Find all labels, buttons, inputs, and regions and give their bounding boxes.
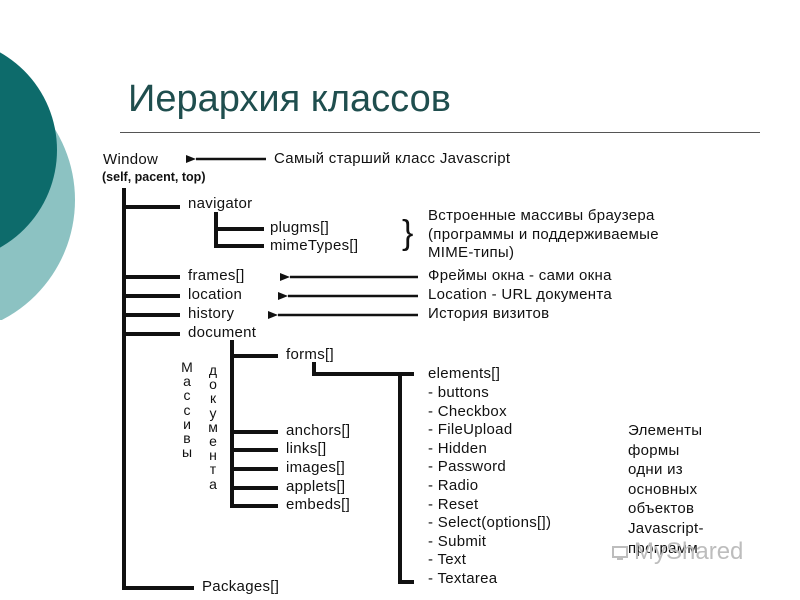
note-form-line: формы bbox=[628, 441, 680, 459]
arrays-brace: } bbox=[402, 214, 414, 252]
note-arrays-line: Встроенные массивы браузера bbox=[428, 207, 655, 224]
node-document: document bbox=[188, 324, 257, 341]
watermark-icon bbox=[612, 546, 628, 560]
node-embeds: embeds[] bbox=[286, 496, 351, 513]
list-item: - Reset bbox=[428, 495, 479, 513]
note-window: Самый старший класс Javascript bbox=[274, 150, 511, 167]
note-form-line: одни из bbox=[628, 461, 683, 479]
note-form-elements: Элементы формы одни из основных объектов… bbox=[628, 422, 704, 559]
node-forms: forms[] bbox=[286, 346, 334, 363]
list-item: - FileUpload bbox=[428, 421, 513, 439]
note-form-line: Элементы bbox=[628, 422, 703, 439]
node-history: history bbox=[188, 305, 235, 322]
node-window-args: (self, pacent, top) bbox=[102, 170, 206, 184]
node-plugins: plugms[] bbox=[270, 219, 330, 236]
list-item: - Password bbox=[428, 458, 507, 476]
node-packages: Packages[] bbox=[202, 578, 280, 595]
note-form-line: Javascript- bbox=[628, 519, 704, 537]
node-mimetypes: mimeTypes[] bbox=[270, 237, 359, 254]
list-item: - Textarea bbox=[428, 569, 498, 587]
page-title: Иерархия классов bbox=[128, 78, 451, 120]
node-frames: frames[] bbox=[188, 267, 245, 284]
note-form-line: основных bbox=[628, 480, 698, 498]
node-location: location bbox=[188, 286, 243, 303]
note-form-line: объектов bbox=[628, 500, 695, 518]
note-arrays-line: MIME-типы) bbox=[428, 244, 515, 262]
list-item: - Hidden bbox=[428, 439, 488, 457]
note-history: История визитов bbox=[428, 305, 550, 322]
note-arrays: Встроенные массивы браузера (программы и… bbox=[428, 207, 659, 264]
node-elements: elements[] bbox=[428, 365, 501, 382]
list-item: - Radio bbox=[428, 476, 479, 494]
note-form-line: программ bbox=[628, 539, 698, 557]
list-item: - buttons bbox=[428, 384, 490, 401]
list-item: - Text bbox=[428, 551, 467, 569]
node-links: links[] bbox=[286, 440, 327, 457]
node-images: images[] bbox=[286, 459, 346, 476]
list-item: - Submit bbox=[428, 532, 487, 550]
list-item: - Select(options[]) bbox=[428, 514, 552, 532]
node-window: Window bbox=[103, 151, 159, 168]
note-arrays-line: (программы и поддерживаемые bbox=[428, 225, 659, 243]
list-item: - Checkbox bbox=[428, 402, 507, 420]
node-navigator: navigator bbox=[188, 195, 253, 212]
node-anchors: anchors[] bbox=[286, 422, 351, 439]
decorative-circles bbox=[0, 52, 75, 320]
note-location: Location - URL документа bbox=[428, 286, 612, 303]
node-applets: applets[] bbox=[286, 478, 346, 495]
dark-circle bbox=[0, 52, 57, 248]
watermark-text: MyShared bbox=[634, 538, 744, 565]
note-frames: Фреймы окна - сами окна bbox=[428, 267, 612, 284]
title-divider bbox=[120, 132, 760, 133]
elements-list: - buttons - Checkbox - FileUpload - Hidd… bbox=[428, 384, 551, 589]
